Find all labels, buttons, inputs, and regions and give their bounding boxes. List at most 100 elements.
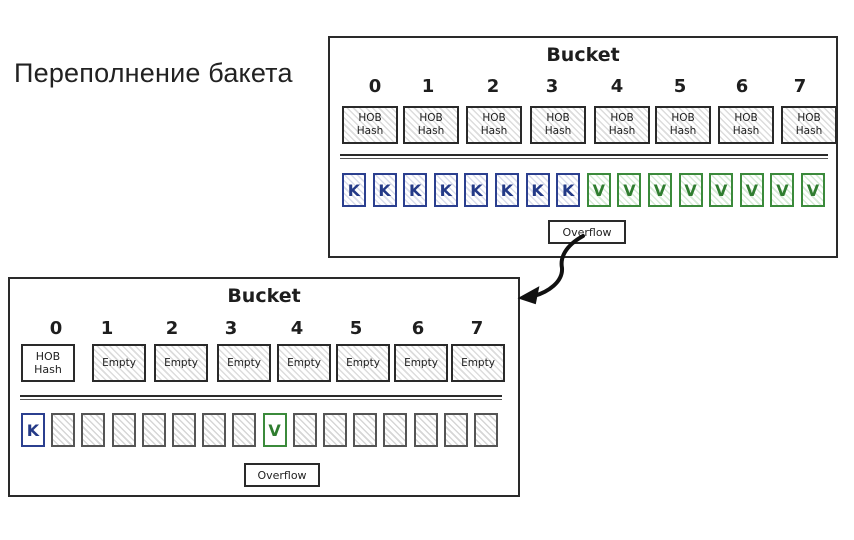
- slot-line2: Hash: [732, 125, 760, 137]
- top_bucket-index-1: 1: [421, 76, 435, 97]
- arrow-line: [532, 234, 585, 298]
- slot-line1: HOB: [671, 112, 695, 124]
- bottom_bucket-slot-2: Empty: [154, 344, 208, 382]
- bottom_bucket-cell-10: [323, 413, 347, 447]
- bottom_bucket-index-3: 3: [224, 318, 238, 339]
- slot-line2: Hash: [669, 125, 697, 137]
- top_bucket-index-5: 5: [673, 76, 687, 97]
- top_bucket-cell-10: V: [648, 173, 672, 207]
- bottom_bucket-cell-5: [172, 413, 196, 447]
- bottom_bucket-cell-12: [383, 413, 408, 447]
- slot-line1: HOB: [797, 112, 821, 124]
- top_bucket-cell-5: K: [495, 173, 519, 207]
- bottom_bucket-cell-6: [202, 413, 227, 447]
- top_bucket-cell-0: K: [342, 173, 366, 207]
- top_bucket-overflow-box: Overflow: [548, 220, 626, 244]
- bottom_bucket-overflow-box: Overflow: [244, 463, 320, 487]
- slot-line1: Empty: [102, 356, 136, 369]
- arrow-head: [517, 286, 540, 305]
- top_bucket-index-0: 0: [368, 76, 382, 97]
- slot-line2: Hash: [480, 125, 508, 137]
- slot-line2: Hash: [795, 125, 823, 137]
- bottom_bucket-slot-4: Empty: [277, 344, 331, 382]
- top_bucket-cell-11: V: [678, 173, 703, 207]
- bottom_bucket-separator: [20, 395, 502, 397]
- slot-line1: Empty: [287, 356, 321, 369]
- top_bucket-cell-4: K: [464, 173, 489, 207]
- slot-line1: HOB: [358, 112, 382, 124]
- slot-line1: HOB: [482, 112, 506, 124]
- bottom_bucket-slot-5: Empty: [336, 344, 390, 382]
- slot-line1: HOB: [419, 112, 443, 124]
- top_bucket-cell-6: K: [525, 173, 550, 207]
- bottom_bucket-index-7: 7: [470, 318, 484, 339]
- bottom_bucket-slot-7: Empty: [451, 344, 505, 382]
- slot-line2: Hash: [356, 125, 384, 137]
- bottom_bucket-slot-6: Empty: [394, 344, 448, 382]
- bottom_bucket-index-5: 5: [349, 318, 363, 339]
- top_bucket-cell-9: V: [617, 173, 642, 207]
- top_bucket-cell-7: K: [556, 173, 581, 207]
- bottom_bucket-cell-1: [51, 413, 76, 447]
- slot-line1: Empty: [227, 356, 261, 369]
- slot-line1: Empty: [461, 356, 495, 369]
- slot-line2: Hash: [417, 125, 445, 137]
- bottom_bucket-cell-11: [353, 413, 378, 447]
- top_bucket-cell-1: K: [372, 173, 397, 207]
- top-bucket-title: Bucket: [546, 44, 620, 66]
- top_bucket-separator: [340, 154, 828, 156]
- bottom_bucket-cell-0: K: [21, 413, 45, 447]
- top_bucket-separator-2: [340, 158, 828, 159]
- bottom_bucket-cell-14: [443, 413, 468, 447]
- page-title: Переполнение бакета: [14, 58, 293, 88]
- bottom_bucket-slot-3: Empty: [217, 344, 271, 382]
- bottom_bucket-cell-13: [413, 413, 438, 447]
- bottom_bucket-index-0: 0: [49, 318, 63, 339]
- bottom-bucket-title: Bucket: [227, 285, 301, 307]
- bottom_bucket-cell-2: [81, 413, 106, 447]
- bottom_bucket-slot-1: Empty: [92, 344, 146, 382]
- slot-line1: Empty: [346, 356, 380, 369]
- slot-line1: Empty: [404, 356, 438, 369]
- bottom_bucket-cell-9: [292, 413, 317, 447]
- bottom_bucket-index-4: 4: [290, 318, 304, 339]
- slot-line1: HOB: [546, 112, 570, 124]
- top_bucket-cell-2: K: [403, 173, 428, 207]
- bottom_bucket-cell-15: [474, 413, 498, 447]
- top_bucket-index-6: 6: [735, 76, 749, 97]
- bottom_bucket-index-6: 6: [411, 318, 425, 339]
- slot-line1: HOB: [610, 112, 634, 124]
- bottom_bucket-separator-2: [20, 399, 502, 400]
- bottom-bucket: Bucket: [8, 277, 520, 497]
- bottom_bucket-cell-4: [141, 413, 166, 447]
- slot-line2: Hash: [608, 125, 636, 137]
- bottom_bucket-index-2: 2: [165, 318, 179, 339]
- top_bucket-cell-15: V: [801, 173, 825, 207]
- slot-line2: Hash: [34, 363, 62, 376]
- bottom_bucket-cell-7: [232, 413, 257, 447]
- bottom_bucket-index-1: 1: [100, 318, 114, 339]
- bottom_bucket-cell-3: [111, 413, 136, 447]
- slot-line1: HOB: [734, 112, 758, 124]
- top_bucket-index-2: 2: [486, 76, 500, 97]
- slot-line2: Hash: [544, 125, 572, 137]
- slot-line1: Empty: [164, 356, 198, 369]
- top_bucket-index-4: 4: [610, 76, 624, 97]
- top_bucket-cell-13: V: [739, 173, 764, 207]
- top_bucket-cell-8: V: [586, 173, 611, 207]
- top_bucket-cell-12: V: [709, 173, 734, 207]
- top_bucket-cell-14: V: [770, 173, 795, 207]
- top_bucket-index-3: 3: [545, 76, 559, 97]
- top_bucket-cell-3: K: [433, 173, 458, 207]
- top_bucket-index-7: 7: [793, 76, 807, 97]
